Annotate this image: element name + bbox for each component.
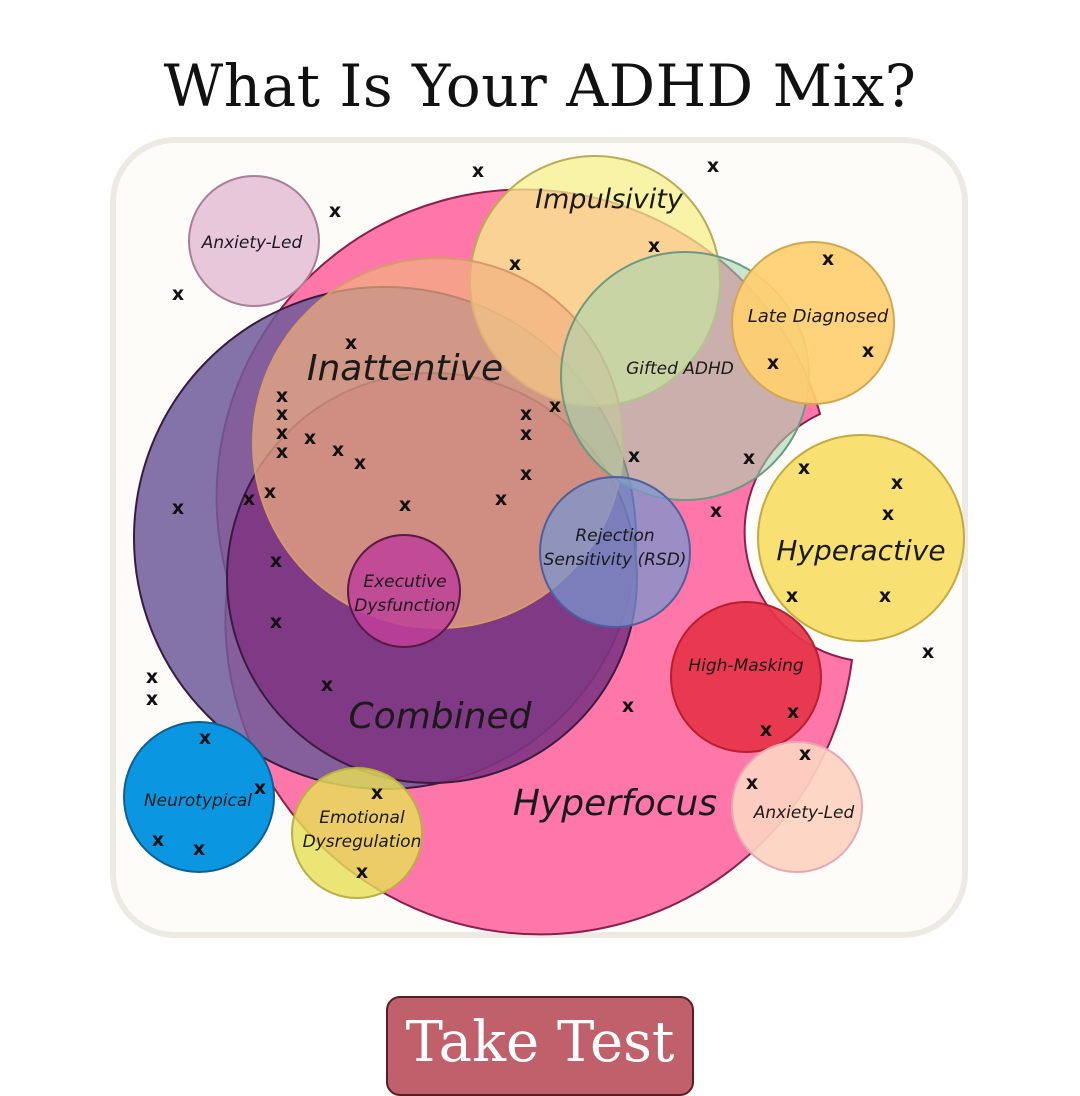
x-marker: x (628, 445, 640, 467)
x-marker: x (356, 861, 368, 883)
label-high-masking: High-Masking (688, 656, 803, 676)
x-marker: x (304, 427, 316, 449)
label-impulsivity: Impulsivity (535, 184, 684, 215)
x-marker: x (254, 777, 266, 799)
x-marker: x (922, 641, 934, 663)
label-inattentive: Inattentive (307, 348, 503, 389)
x-marker: x (882, 503, 894, 525)
x-marker: x (345, 332, 357, 354)
x-marker: x (332, 439, 344, 461)
x-marker: x (710, 500, 722, 522)
x-marker: x (767, 352, 779, 374)
label-hyperactive: Hyperactive (776, 534, 945, 567)
x-marker: x (549, 395, 561, 417)
label-anxiety-led-bottom: Anxiety-Led (753, 803, 855, 823)
x-marker: x (243, 488, 255, 510)
circle-emotional-dysregulation[interactable] (291, 767, 423, 899)
x-marker: x (172, 283, 184, 305)
x-marker: x (495, 488, 507, 510)
x-marker: x (276, 403, 288, 425)
circle-neurotypical[interactable] (123, 721, 275, 873)
page-title: What Is Your ADHD Mix? (163, 52, 917, 120)
x-marker: x (152, 829, 164, 851)
x-marker: x (276, 385, 288, 407)
x-marker: x (822, 248, 834, 270)
x-marker: x (321, 674, 333, 696)
x-marker: x (520, 403, 532, 425)
x-marker: x (622, 695, 634, 717)
label-combined: Combined (349, 696, 533, 737)
x-marker: x (276, 441, 288, 463)
x-marker: x (891, 472, 903, 494)
x-marker: x (270, 550, 282, 572)
label-anxiety-led-top: Anxiety-Led (201, 233, 303, 253)
x-marker: x (760, 719, 772, 741)
x-marker: x (146, 666, 158, 688)
x-marker: x (520, 463, 532, 485)
label-neurotypical: Neurotypical (144, 791, 252, 811)
x-marker: x (648, 235, 660, 257)
x-marker: x (264, 481, 276, 503)
circle-high-masking[interactable] (670, 601, 822, 753)
label-gifted-adhd: Gifted ADHD (626, 359, 734, 379)
circle-hyperactive[interactable] (757, 434, 965, 642)
x-marker: x (707, 155, 719, 177)
x-marker: x (743, 447, 755, 469)
label-hyperfocus: Hyperfocus (513, 783, 717, 824)
x-marker: x (146, 688, 158, 710)
x-marker: x (399, 494, 411, 516)
take-test-button[interactable]: Take Test (386, 996, 694, 1096)
x-marker: x (879, 585, 891, 607)
x-marker: x (509, 253, 521, 275)
x-marker: x (276, 422, 288, 444)
x-marker: x (798, 457, 810, 479)
circle-rejection-sensitivity[interactable] (539, 476, 691, 628)
x-marker: x (193, 838, 205, 860)
x-marker: x (746, 772, 758, 794)
x-marker: x (787, 701, 799, 723)
circle-executive-dysfunction[interactable] (347, 534, 461, 648)
label-late-diagnosed: Late Diagnosed (748, 306, 889, 327)
x-marker: x (520, 423, 532, 445)
x-marker: x (199, 727, 211, 749)
x-marker: x (371, 782, 383, 804)
x-marker: x (354, 452, 366, 474)
x-marker: x (270, 611, 282, 633)
circle-late-diagnosed[interactable] (731, 241, 895, 405)
x-marker: x (472, 160, 484, 182)
x-marker: x (786, 585, 798, 607)
circle-anxiety-led-top[interactable] (188, 175, 320, 307)
x-marker: x (172, 497, 184, 519)
x-marker: x (862, 340, 874, 362)
x-marker: x (329, 200, 341, 222)
circle-anxiety-led-bottom[interactable] (731, 741, 863, 873)
x-marker: x (799, 743, 811, 765)
